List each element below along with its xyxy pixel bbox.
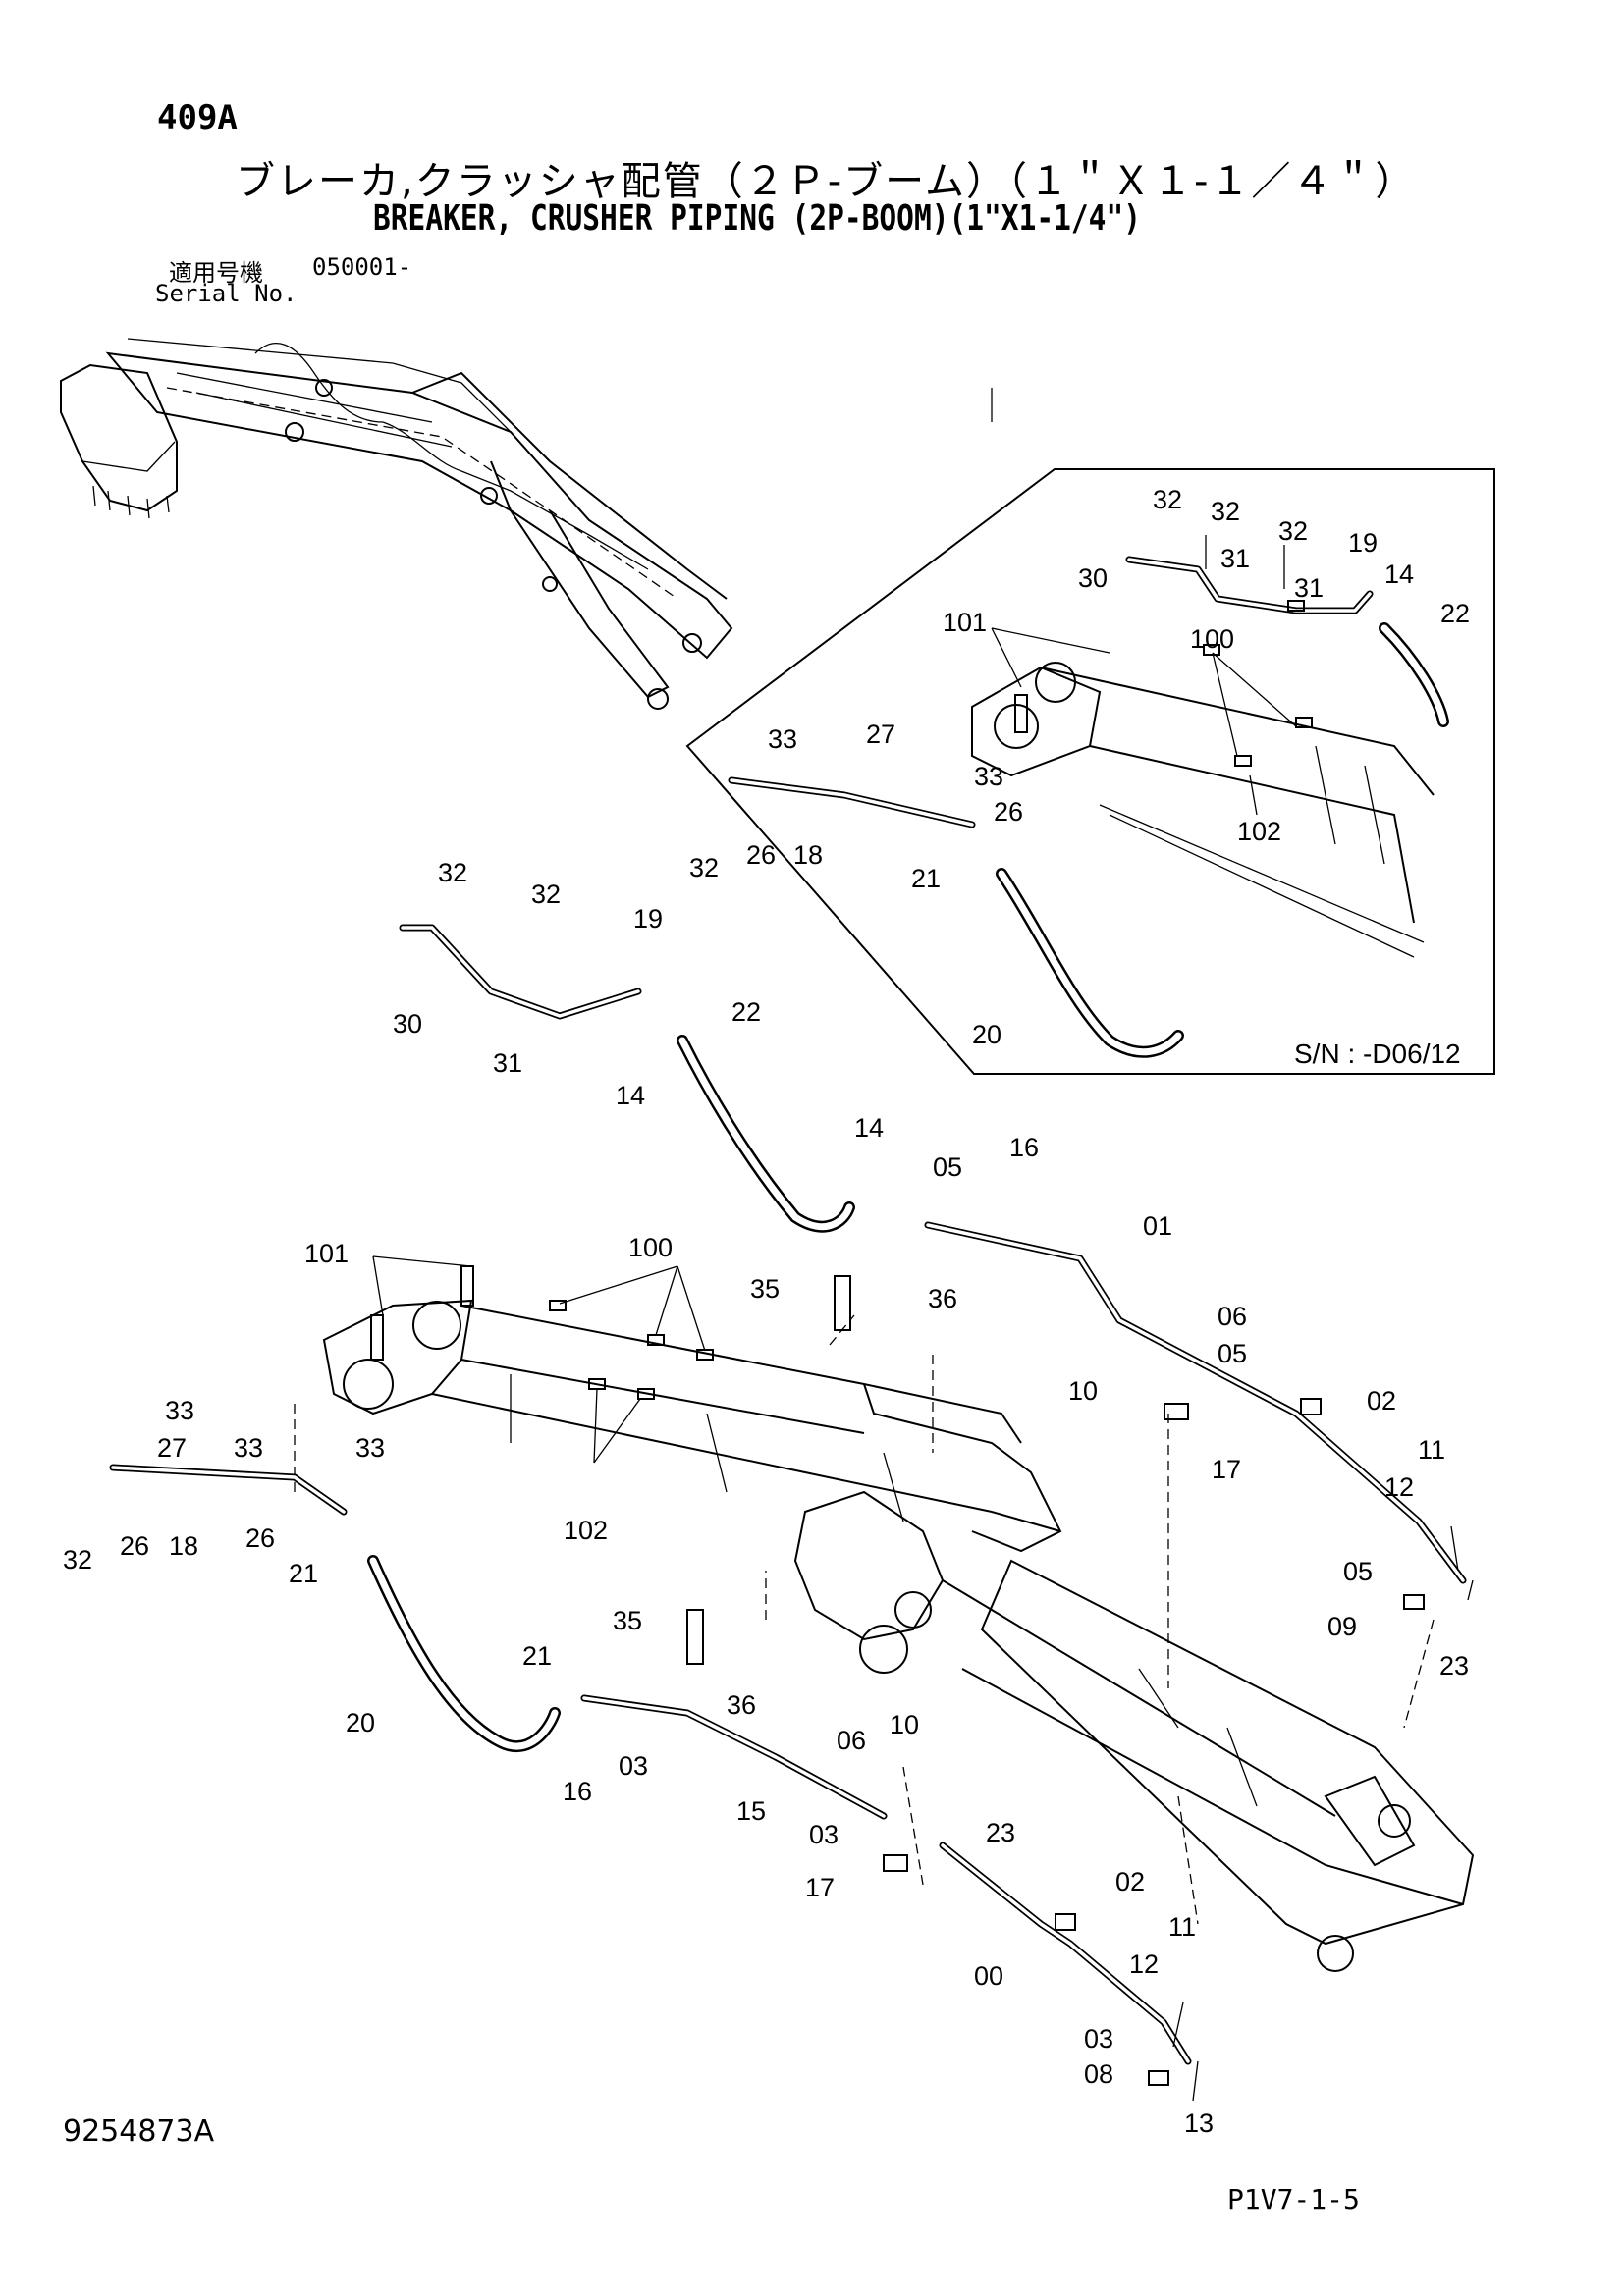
callout-label: 35 (613, 1606, 642, 1635)
document-number: 9254873A (63, 2114, 215, 2149)
callout-label: 100 (628, 1233, 673, 1262)
main-boom-assembly (109, 924, 1475, 2102)
callout-label: 31 (1294, 573, 1324, 603)
callout-label: 26 (245, 1523, 275, 1553)
page-code: 409A (157, 98, 238, 137)
callout-label: 32 (1278, 516, 1308, 546)
serial-number: 050001- (312, 253, 412, 281)
overview-machine-illustration (60, 338, 733, 710)
page-reference: P1V7-1-5 (1227, 2183, 1360, 2216)
callout-label: 02 (1367, 1386, 1396, 1415)
callout-label: 32 (438, 858, 467, 887)
callout-label: 27 (866, 720, 895, 749)
callout-label: 36 (727, 1690, 756, 1720)
title-english: BREAKER, CRUSHER PIPING (2P-BOOM)(1"X1-1… (373, 198, 1141, 239)
callout-label: 17 (1212, 1455, 1241, 1484)
callout-label: 33 (355, 1433, 385, 1463)
callout-label: 06 (1218, 1302, 1247, 1331)
callout-label: 26 (746, 840, 776, 870)
callout-label: 09 (1327, 1612, 1357, 1641)
callout-label: 30 (1078, 563, 1108, 593)
callout-label: 35 (750, 1274, 780, 1304)
callout-label: 102 (564, 1516, 608, 1545)
callout-label: 12 (1129, 1949, 1159, 1979)
callout-label: 14 (616, 1081, 645, 1110)
callout-label: 33 (234, 1433, 263, 1463)
callout-label: 02 (1115, 1867, 1145, 1896)
callout-label: 05 (1343, 1557, 1373, 1586)
callout-label: 03 (1084, 2024, 1113, 2054)
callout-label: 32 (689, 853, 719, 882)
callout-label: 13 (1184, 2109, 1214, 2138)
callout-label: 18 (793, 840, 823, 870)
callout-label: 23 (986, 1818, 1015, 1847)
callout-label: 100 (1190, 624, 1234, 654)
callout-label: 08 (1084, 2059, 1113, 2089)
callout-label: 15 (736, 1796, 766, 1826)
callout-label: 05 (933, 1152, 962, 1182)
callout-label: 05 (1218, 1339, 1247, 1368)
callout-label: 21 (289, 1559, 318, 1588)
callout-label: 14 (854, 1113, 884, 1143)
callout-label: 32 (531, 880, 561, 909)
callout-label: 12 (1384, 1472, 1414, 1502)
callout-label: 23 (1439, 1651, 1469, 1681)
serial-label-english: Serial No. (155, 280, 298, 307)
callout-label: 17 (805, 1873, 835, 1902)
inset-panel (685, 388, 1495, 1075)
callout-label: 03 (809, 1820, 839, 1849)
callout-label: 11 (1168, 1912, 1196, 1942)
callout-label: 03 (619, 1751, 648, 1781)
callout-label: 33 (165, 1396, 194, 1425)
title-japanese: ブレーカ,クラッシャ配管（２Ｐ-ブーム）（１＂Ｘ１-１／４＂） (236, 159, 1417, 204)
callout-label: 101 (304, 1239, 349, 1268)
callout-label: 10 (1068, 1376, 1098, 1406)
inset-callouts: 32 32 32 19 30 31 31 14 22 101 100 33 27… (689, 485, 1470, 1069)
callout-label: 33 (974, 762, 1003, 791)
callout-label: 36 (928, 1284, 957, 1313)
callout-label: 01 (1143, 1211, 1172, 1241)
callout-label: 21 (911, 864, 941, 893)
callout-label: 26 (120, 1531, 149, 1561)
serial-range-label: S/N : -D06/12 (1294, 1039, 1461, 1069)
callout-label: 06 (837, 1726, 866, 1755)
callout-label: 18 (169, 1531, 198, 1561)
callout-label: 32 (63, 1545, 92, 1575)
callout-label: 14 (1384, 560, 1414, 589)
serial-label-japanese: 適用号機 (169, 259, 263, 287)
callout-label: 32 (1211, 497, 1240, 526)
callout-label: 31 (1220, 544, 1250, 573)
callout-label: 31 (493, 1048, 522, 1078)
callout-label: 19 (1348, 528, 1378, 558)
callout-label: 20 (972, 1020, 1001, 1049)
callout-label: 20 (346, 1708, 375, 1737)
callout-label: 102 (1237, 817, 1281, 846)
callout-label: 32 (1153, 485, 1182, 514)
callout-label: 33 (768, 724, 797, 754)
callout-label: 16 (563, 1777, 592, 1806)
callout-label: 16 (1009, 1133, 1039, 1162)
callout-label: 11 (1418, 1435, 1445, 1465)
callout-label: 21 (522, 1641, 552, 1671)
callout-label: 22 (731, 997, 761, 1027)
callout-label: 101 (943, 608, 987, 637)
callout-label: 27 (157, 1433, 187, 1463)
main-callouts: 32 32 19 30 31 22 14 14 05 16 01 101 100… (63, 858, 1469, 2138)
callout-label: 19 (633, 904, 663, 934)
callout-label: 00 (974, 1961, 1003, 1991)
callout-label: 10 (890, 1710, 919, 1739)
callout-label: 26 (994, 797, 1023, 827)
callout-label: 22 (1440, 599, 1470, 628)
callout-label: 30 (393, 1009, 422, 1039)
